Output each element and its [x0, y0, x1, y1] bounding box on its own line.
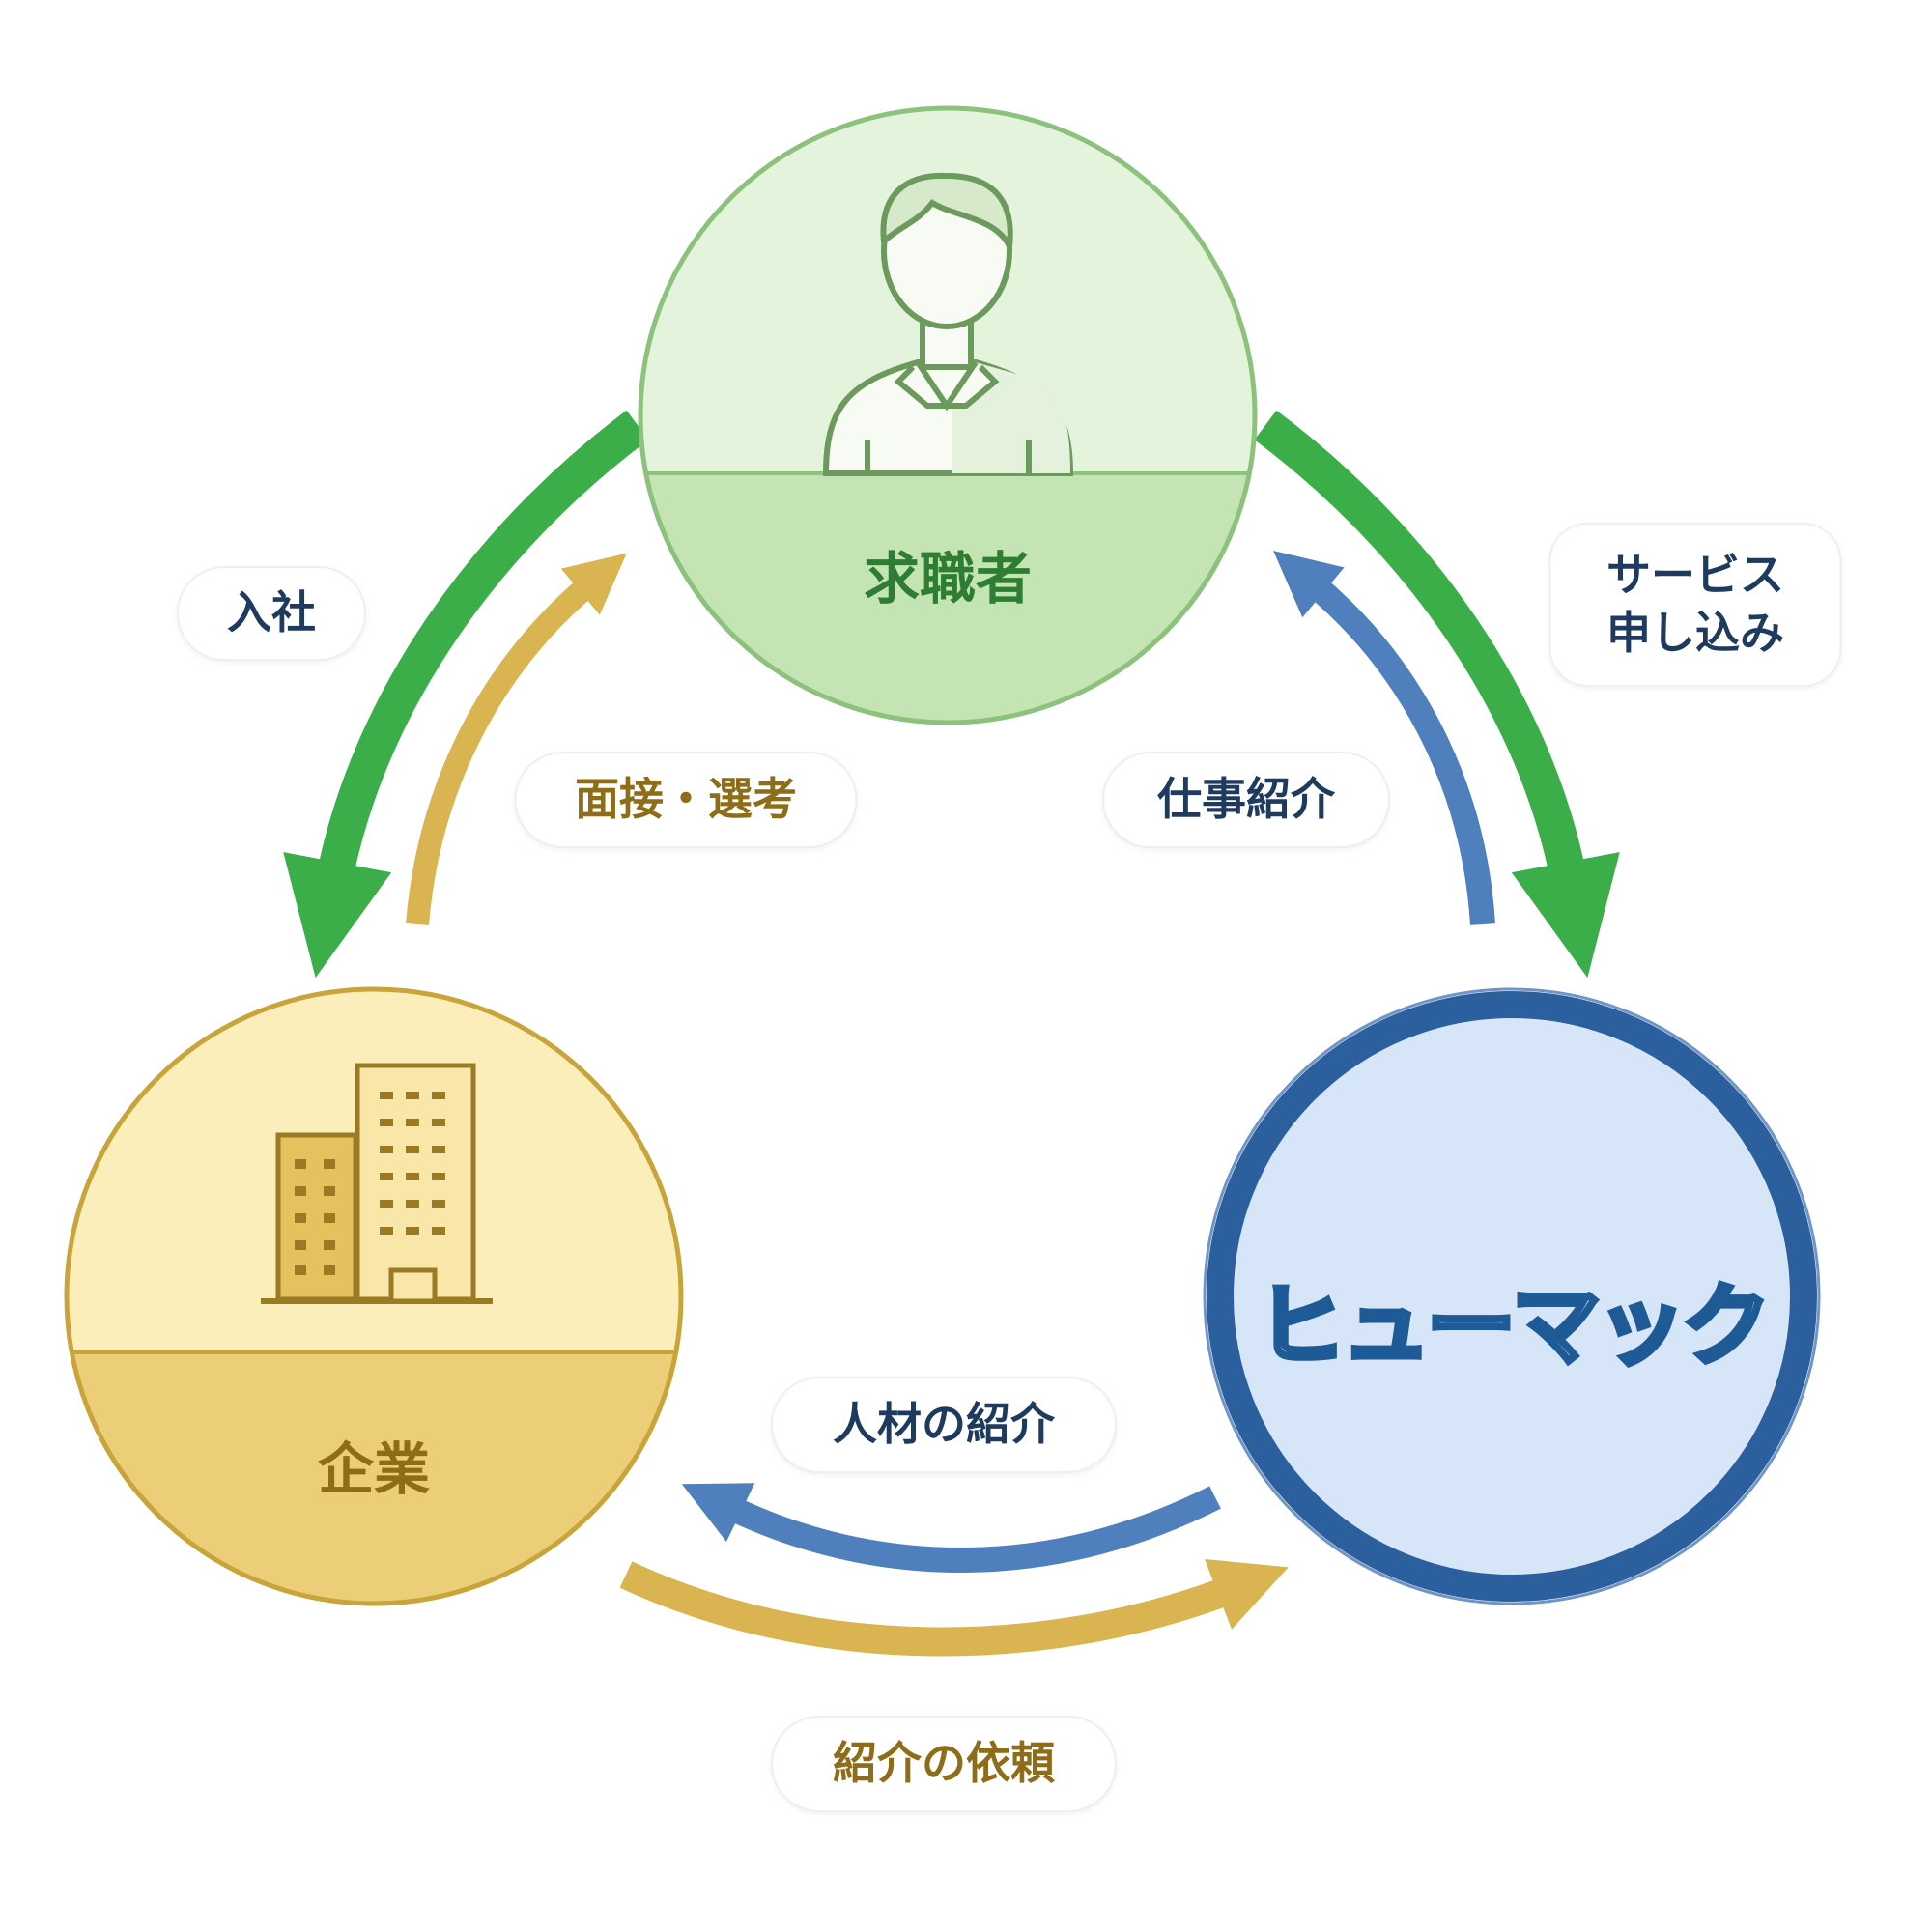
label-talent-intro: 人材の紹介	[771, 1377, 1117, 1473]
label-intro-request: 紹介の依頼	[771, 1716, 1117, 1812]
label-join-company: 入社	[177, 566, 366, 661]
label-interview: 面接・選考	[514, 752, 858, 848]
building-icon	[261, 1063, 493, 1304]
label-job-intro: 仕事紹介	[1102, 752, 1390, 848]
humac-logo: ヒューマック	[1254, 1272, 1773, 1380]
arrow-talent-intro	[681, 1483, 1221, 1573]
job-seeker-label: 求職者	[863, 546, 1033, 611]
arrow-interview	[406, 553, 627, 925]
label-service-apply-line2: 申し込み	[1606, 607, 1784, 659]
person-icon	[822, 172, 1074, 476]
arrow-join-company	[283, 410, 649, 979]
arrow-intro-request	[619, 1558, 1289, 1657]
arrow-service-apply	[1254, 410, 1620, 979]
arrow-job-intro	[1273, 551, 1495, 925]
job-seeker-node	[638, 105, 1258, 725]
company-node	[64, 986, 684, 1606]
humac-node	[1203, 987, 1821, 1605]
label-service-apply: サービス 申し込み	[1548, 523, 1842, 687]
company-label: 企業	[317, 1436, 431, 1502]
label-service-apply-line1: サービス	[1606, 549, 1784, 602]
